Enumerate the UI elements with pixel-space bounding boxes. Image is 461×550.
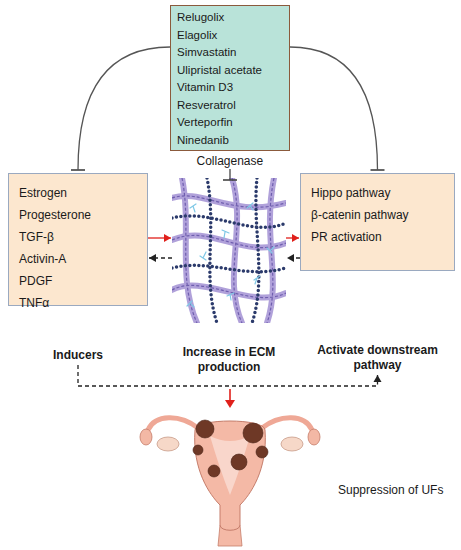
pathway-box: Hippo pathwayβ-catenin pathwayPR activat… [300,173,455,373]
connector-line [149,257,172,258]
list-item: PR activation [311,226,446,248]
list-item: Estrogen [19,182,139,204]
connector [290,47,385,170]
box-panel: RelugolixElagolixSimvastatinUlipristal a… [170,5,290,151]
connector [71,47,170,170]
list-item: Simvastatin [177,44,283,62]
box-heading: Activate downstream pathway [300,343,455,373]
arrow-head [374,375,382,382]
connector [148,234,171,242]
inhibit-bar [371,169,385,171]
connector-line [78,365,378,386]
list-item: Resveratrol [177,97,283,115]
connector [286,234,299,242]
list-item: Vitamin D3 [177,79,283,97]
ecm-illustration [172,178,286,323]
box-heading: Inducers [8,348,148,363]
list-item: TGF-β [19,226,139,248]
connector-line [148,237,171,238]
box-heading: Increase in ECM production [172,345,286,375]
outcome-label: Suppression of UFs [338,483,443,498]
list-item: Ulipristal acetate [177,62,283,80]
drug-box: RelugolixElagolixSimvastatinUlipristal a… [170,5,290,151]
connector [287,254,300,262]
list-item: PDGF [19,270,139,292]
list-item: TNFα [19,292,139,314]
box-panel: Hippo pathwayβ-catenin pathwayPR activat… [300,173,455,271]
arrow-head [287,254,294,262]
connector [149,254,172,262]
enzyme-label: Collagenase [197,154,264,169]
inducer-box: EstrogenProgesteroneTGF-βActivin-APDGFTN… [8,173,148,363]
list-item: Progesterone [19,204,139,226]
arrow-head [149,254,156,262]
collagenase-inhibitor [210,168,250,184]
box-panel: EstrogenProgesteroneTGF-βActivin-APDGFTN… [8,173,148,306]
connector [78,365,382,386]
ecm-node: Increase in ECM production [172,178,286,375]
connector-line [78,47,170,170]
connector-line [286,237,299,238]
list-item: Ninedanib [177,132,283,150]
connector-line [290,47,378,170]
list-item: Activin-A [19,248,139,270]
inhibit-bar [71,169,85,171]
list-item: β-catenin pathway [311,204,446,226]
arrow-head [164,234,171,242]
list-item: Elagolix [177,27,283,45]
uterus-illustration [0,380,461,550]
list-item: Hippo pathway [311,182,446,204]
arrow-head [292,234,299,242]
connector-line [287,257,300,258]
list-item: Verteporfin [177,114,283,132]
list-item: Relugolix [177,9,283,27]
